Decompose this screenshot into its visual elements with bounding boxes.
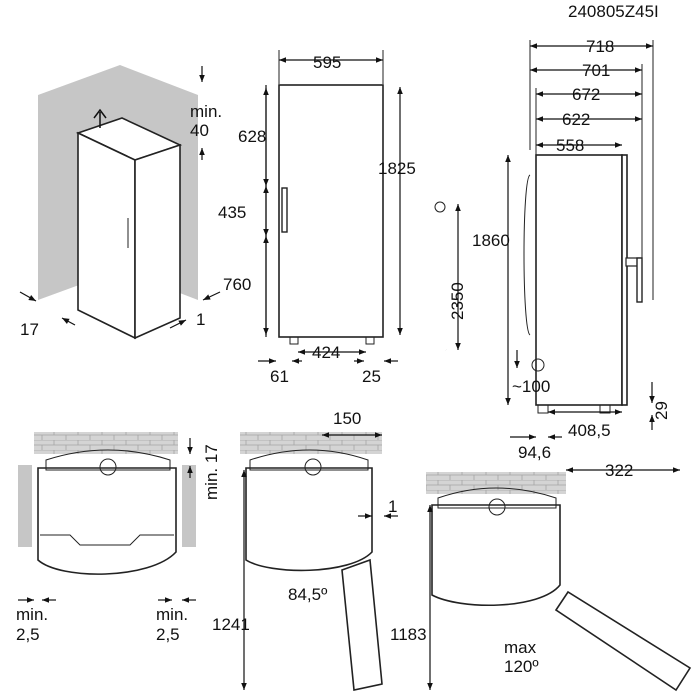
- plan3-plug-icon: [488, 498, 506, 516]
- plan-view-2: 150 1 84,5º 1241: [212, 409, 398, 691]
- plan2-plug-icon: [304, 458, 322, 476]
- iso-left-gap: 17: [20, 320, 39, 339]
- plan-view-3: 322 1183 max 120º: [390, 461, 692, 692]
- side-handle: [636, 257, 643, 303]
- plug-icon: [434, 201, 446, 213]
- plan1-left-side-wall: [18, 465, 32, 547]
- side-d622: 622: [562, 110, 590, 129]
- plan2-depth: 1241: [212, 615, 250, 634]
- plan3-open-door: [554, 590, 692, 692]
- side-back-coil: [523, 174, 531, 336]
- side-body: [535, 154, 623, 406]
- plan1-left-label: min.: [16, 605, 48, 624]
- plan1-plug-icon: [99, 458, 117, 476]
- side-d672: 672: [572, 85, 600, 104]
- plan2-body: [245, 467, 373, 572]
- plan1-right-side-wall: [182, 465, 196, 547]
- side-plug-icon: [531, 358, 545, 372]
- plan-view-1: min. 17 min. 2,5 min. 2,5: [16, 432, 221, 644]
- plan2-open-door: [341, 558, 383, 691]
- side-approx: ~100: [512, 377, 550, 396]
- plan2-d150: 150: [333, 409, 361, 428]
- cable-length: 2350: [448, 282, 467, 320]
- side-d718: 718: [586, 37, 614, 56]
- iso-right-gap: 1: [196, 310, 205, 329]
- side-d558: 558: [556, 136, 584, 155]
- side-door: [621, 154, 628, 406]
- front-seg-mid: 435: [218, 203, 246, 222]
- side-view: 718 701 672 622 558 1860 ~100 29 408,5 9…: [472, 37, 671, 462]
- plan1-wall: [34, 432, 178, 454]
- fridge-side: [134, 143, 181, 340]
- plan1-left-value: 2,5: [16, 625, 40, 644]
- front-right-foot: 25: [362, 367, 381, 386]
- plan3-max-label: max: [504, 638, 537, 657]
- right-foot: [365, 336, 375, 345]
- plan2-angle: 84,5º: [288, 585, 327, 604]
- plan1-right-label: min.: [156, 605, 188, 624]
- fridge-front-body: [278, 84, 384, 338]
- plan3-max-angle: 120º: [504, 657, 539, 676]
- model-code: 240805Z45I: [568, 2, 659, 21]
- plan3-body: [431, 504, 561, 607]
- plan1-top-gap: min. 17: [202, 444, 221, 500]
- plan1-body: [37, 467, 177, 575]
- iso-view: min. 40 17 1: [19, 65, 222, 340]
- front-seg-bottom: 760: [223, 275, 251, 294]
- side-d408: 408,5: [568, 421, 611, 440]
- front-view: 595 628 435 760 1825 424 61 25: [218, 50, 416, 386]
- plan3-depth: 1183: [390, 625, 427, 644]
- front-height: 1825: [378, 159, 416, 178]
- plan1-right-value: 2,5: [156, 625, 180, 644]
- side-d701: 701: [582, 61, 610, 80]
- side-foot-height: 29: [652, 401, 671, 420]
- cable-view: 2350: [433, 201, 467, 352]
- front-width: 595: [313, 53, 341, 72]
- iso-min-value: 40: [190, 121, 209, 140]
- fridge-front: [77, 131, 136, 340]
- side-height: 1860: [472, 231, 510, 250]
- front-handle: [281, 187, 288, 233]
- arrow-up-icon: [93, 108, 107, 128]
- plan3-d322: 322: [605, 461, 633, 480]
- plan3-wall: [426, 472, 566, 494]
- plan2-d1: 1: [388, 497, 397, 516]
- left-foot: [289, 336, 299, 345]
- front-left-foot: 61: [270, 367, 289, 386]
- front-feet-width: 424: [312, 343, 340, 362]
- iso-min-label: min.: [190, 102, 222, 121]
- front-seg-top: 628: [238, 127, 266, 146]
- side-d94: 94,6: [518, 443, 551, 462]
